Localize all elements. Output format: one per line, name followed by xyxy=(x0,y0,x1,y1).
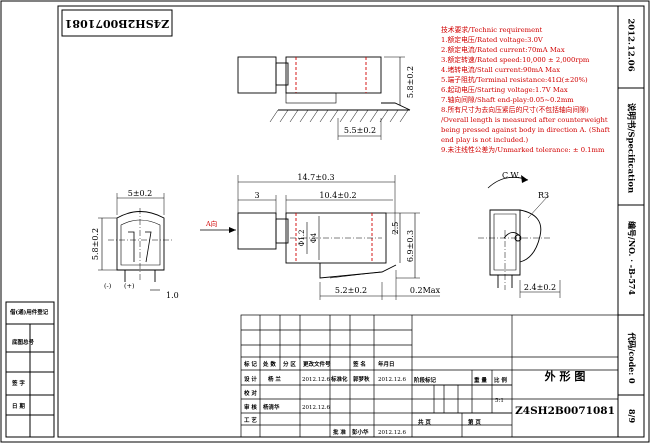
dim-gap: 0.2Max xyxy=(410,286,441,295)
tb-check-label: 校 对 xyxy=(244,389,257,397)
tb-design-name: 杨 兰 xyxy=(268,375,281,383)
top-view xyxy=(237,56,411,140)
title-block xyxy=(240,314,619,438)
tb-std-date: 2012.12.6 xyxy=(378,377,406,383)
tb-total-pages: 共 页 xyxy=(418,418,431,426)
right-end-view xyxy=(478,176,561,298)
dim-top-length: 5.5±0.2 xyxy=(344,126,376,135)
label-cw: C.W. xyxy=(502,171,520,180)
left-strip-item: 签 字 xyxy=(11,379,25,387)
dim-overall: 14.7±0.3 xyxy=(297,173,334,182)
dim-d4: Φ4 xyxy=(310,232,318,243)
strip-code: 代码/code: 0 xyxy=(627,331,637,384)
direction-a-arrow xyxy=(200,227,236,233)
number-box xyxy=(61,9,173,37)
strip-spec: 说明书/Specification xyxy=(626,103,637,193)
tb-page-no: 第 页 xyxy=(468,418,481,426)
strip-no: 编号/NO. · -B-574 xyxy=(627,221,637,296)
tb-std-label: 标准化 xyxy=(330,375,348,383)
left-strip-item: 底图总号 xyxy=(11,338,35,346)
requirement-line: being pressed against body in direction … xyxy=(441,126,610,134)
requirement-line: 5.端子阻抗/Terminal resistance:41Ω(±20%) xyxy=(441,75,588,84)
tb-design-label: 设 计 xyxy=(244,375,257,383)
label-minus: (-) xyxy=(104,282,112,290)
dim-2-4: 2.4±0.2 xyxy=(524,283,556,292)
tb-stage-label: 阶段标记 xyxy=(414,376,437,384)
dim-6-9: 6.9±0.3 xyxy=(406,230,415,262)
tb-weight-label: 重 量 xyxy=(474,376,487,384)
technical-requirements: 技术要求/Technic requirement 1.额定电压/Rated vo… xyxy=(441,25,610,154)
front-view xyxy=(237,175,440,300)
strip-date: 2012.12.06 xyxy=(626,18,636,71)
requirement-line: 3.额定转速/Rated speed:10,000 ± 2,000rpm xyxy=(441,55,590,64)
dim-top-height: 5.8±0.2 xyxy=(406,66,415,98)
tb-col-mark: 标 记 xyxy=(243,360,257,368)
requirement-line: 4.堵转电流/Stall current:90mA Max xyxy=(441,65,560,74)
tb-drawing-number: Z4SH2B0071081 xyxy=(515,405,615,417)
strip-page: 8/9 xyxy=(627,409,637,423)
tb-approve-date: 2012.12.6 xyxy=(378,430,406,436)
direction-a-label: A向 xyxy=(205,219,217,228)
dim-1-0: 1.0 xyxy=(166,291,179,300)
tb-col-date: 年月日 xyxy=(378,360,395,368)
dim-body-length: 10.4±0.2 xyxy=(319,191,356,200)
dim-2-5: 2.5 xyxy=(391,222,400,235)
right-strip xyxy=(617,5,645,438)
left-strip-item: 日 期 xyxy=(12,402,25,410)
requirement-line: 7.轴向间隙/Shaft end-play:0.05~0.2mm xyxy=(441,95,574,104)
left-end-view xyxy=(98,193,172,291)
tb-design-date: 2012.12.6 xyxy=(302,377,330,383)
tb-review-date: 2012.12.6 xyxy=(302,405,330,411)
requirement-line: 8.所有尺寸为去向压紧后的尺寸(不包括轴向间隙) xyxy=(441,105,589,114)
requirement-line: end play is not included.) xyxy=(441,136,528,144)
tb-ratio-value: 5:1 xyxy=(495,398,504,404)
left-strip-item: 借(通)用件登记 xyxy=(9,308,49,316)
tb-title: 外 形 图 xyxy=(544,369,586,383)
tb-col-count: 处 数 xyxy=(262,360,276,368)
requirements-heading: 技术要求/Technic requirement xyxy=(441,25,542,34)
dim-r3: R3 xyxy=(538,191,549,200)
tb-col-zone: 分 区 xyxy=(283,360,296,368)
dim-width-5: 5±0.2 xyxy=(128,189,153,198)
requirement-line: /Overall length is measured after counte… xyxy=(441,116,608,124)
tb-ratio-label: 比 例 xyxy=(494,376,507,384)
requirement-line: 9.未注线性公差为/Unmarked tolerance: ± 0.1mm xyxy=(441,145,605,154)
number-box-text: Z4SH2B0071081 xyxy=(65,17,170,30)
tb-process-label: 工 艺 xyxy=(244,416,257,424)
cw-arrowhead xyxy=(521,175,528,183)
tb-review-name: 杨清华 xyxy=(263,403,280,411)
label-plus: (+) xyxy=(124,282,135,290)
dim-3: 3 xyxy=(254,191,259,200)
requirement-line: 2.额定电流/Rated current:70mA Max xyxy=(441,45,565,54)
left-strip: 借(通)用件登记 底图总号 签 字 日 期 xyxy=(5,301,55,438)
requirement-line: 1.额定电压/Rated voltage:3.0V xyxy=(441,35,544,44)
tb-col-change-doc: 更改文件号 xyxy=(303,360,331,368)
dim-lead: 5.2±0.2 xyxy=(335,286,367,295)
requirement-line: 6.起动电压/Starting voltage:1.7V Max xyxy=(441,85,568,94)
tb-std-name: 郭梦秋 xyxy=(353,375,370,383)
tb-col-sign: 签 名 xyxy=(352,360,366,368)
tb-approve-label: 批 准 xyxy=(333,428,346,436)
tb-approve-name: 彭小华 xyxy=(352,428,369,436)
dim-left-height: 5.8±0.2 xyxy=(91,228,100,260)
dim-d1: Φ1.2 xyxy=(298,230,306,247)
tb-review-label: 审 核 xyxy=(244,403,257,411)
